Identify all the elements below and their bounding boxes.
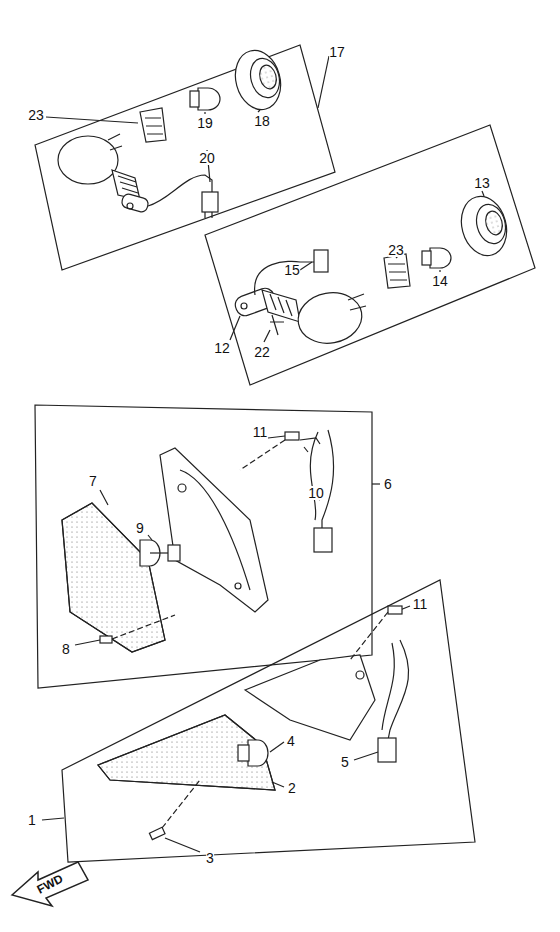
callout-number: 23 <box>388 243 404 257</box>
callout-number: 1 <box>28 813 36 827</box>
callout-number: 12 <box>214 341 230 355</box>
callout-number: 14 <box>432 274 448 288</box>
callout-number: 11 <box>413 597 428 611</box>
callout-number: 8 <box>62 642 70 656</box>
callout-number: 4 <box>287 734 295 748</box>
callout-number: 2 <box>288 781 296 795</box>
callout-number: 17 <box>329 45 345 59</box>
callout-number: 9 <box>136 521 144 535</box>
callout-number: 11 <box>253 425 268 439</box>
callout-number: 6 <box>384 477 392 491</box>
callout-number: 10 <box>308 486 324 500</box>
callout-number: 22 <box>254 345 270 359</box>
callout-number: 7 <box>89 474 97 488</box>
group-frame <box>35 45 335 270</box>
callout-number: 18 <box>254 114 270 128</box>
callout-number: 15 <box>284 263 300 277</box>
callout-number: 3 <box>206 851 214 865</box>
callout-number: 5 <box>341 755 349 769</box>
callout-number: 20 <box>199 151 215 165</box>
callout-number: 23 <box>28 108 44 122</box>
callout-number: 19 <box>197 116 213 130</box>
callout-number: 13 <box>474 176 490 190</box>
